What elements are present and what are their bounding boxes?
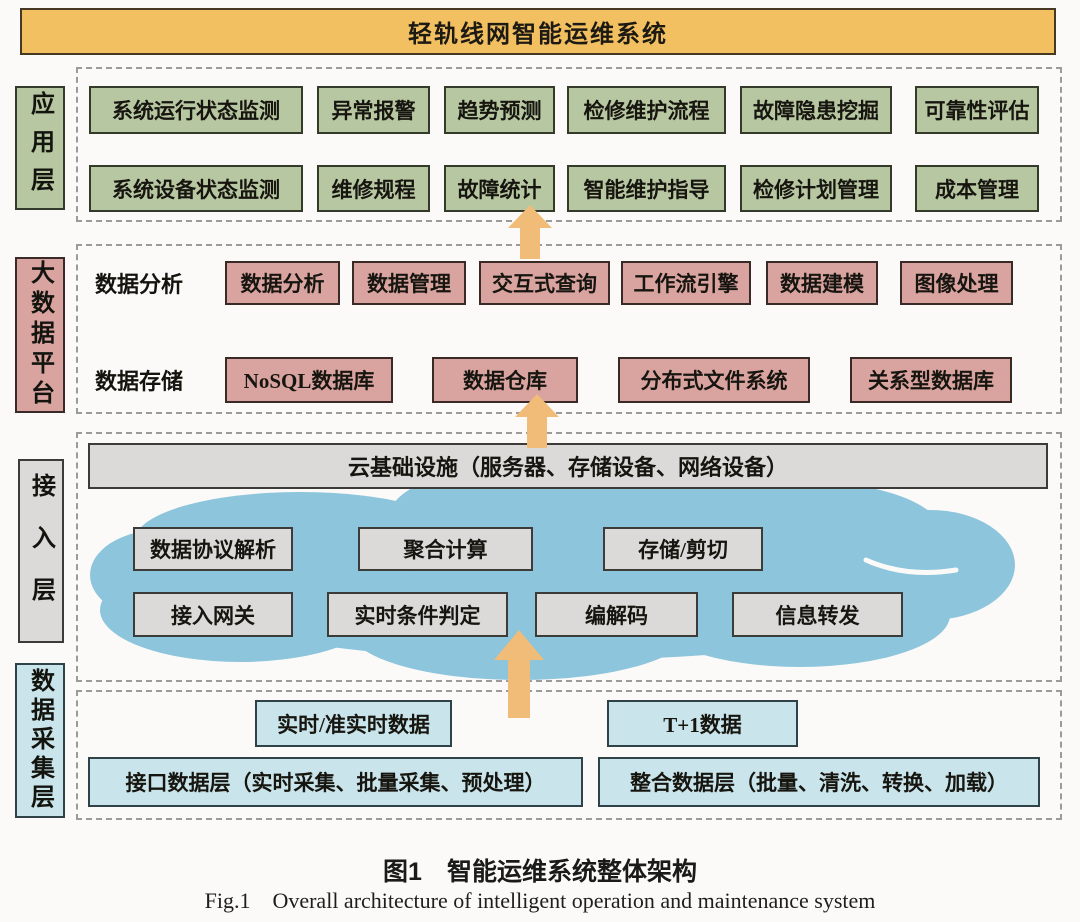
- arrow-collection-to-access: [494, 630, 544, 718]
- app-box-trend-prediction: 趋势预测: [444, 86, 555, 134]
- access-box-codec: 编解码: [535, 592, 698, 637]
- collection-layer-section: [76, 690, 1062, 820]
- access-box-message-forward: 信息转发: [732, 592, 903, 637]
- access-box-aggregate-compute: 聚合计算: [358, 527, 533, 571]
- application-layer-section: [76, 67, 1062, 222]
- cloud-infrastructure-bar: 云基础设施（服务器、存储设备、网络设备）: [88, 443, 1048, 489]
- collection-box-interface-data-layer: 接口数据层（实时采集、批量采集、预处理）: [88, 757, 583, 807]
- bigdata-box-data-analysis: 数据分析: [225, 261, 340, 305]
- data-analysis-row-label: 数据分析: [95, 272, 184, 297]
- app-box-system-run-status: 系统运行状态监测: [89, 86, 303, 134]
- access-box-protocol-parsing: 数据协议解析: [133, 527, 293, 571]
- app-box-smart-guidance: 智能维护指导: [567, 165, 726, 212]
- access-layer-label: 接入层: [18, 459, 64, 643]
- app-box-maintenance-process: 检修维护流程: [567, 86, 726, 134]
- collection-box-realtime-data: 实时/准实时数据: [255, 700, 452, 747]
- app-box-device-status: 系统设备状态监测: [89, 165, 303, 212]
- bigdata-box-relational-db: 关系型数据库: [850, 357, 1012, 403]
- data-storage-row-label: 数据存储: [95, 369, 184, 394]
- arrow-bigdata-to-application: [508, 205, 552, 259]
- app-box-fault-mining: 故障隐患挖掘: [740, 86, 892, 134]
- system-title: 轻轨线网智能运维系统: [408, 22, 668, 48]
- bigdata-layer-label: 大数据平台: [15, 257, 65, 413]
- bigdata-box-workflow-engine: 工作流引擎: [621, 261, 751, 305]
- figure-caption-en: Fig.1 Overall architecture of intelligen…: [204, 888, 876, 913]
- figure-caption-zh: 图1 智能运维系统整体架构: [383, 858, 697, 886]
- app-box-repair-rules: 维修规程: [317, 165, 430, 212]
- bigdata-box-data-modeling: 数据建模: [766, 261, 878, 305]
- bigdata-box-data-management: 数据管理: [352, 261, 466, 305]
- access-box-realtime-condition: 实时条件判定: [327, 592, 508, 637]
- access-layer-section: [76, 432, 1062, 682]
- app-box-reliability-eval: 可靠性评估: [915, 86, 1039, 134]
- app-box-cost-management: 成本管理: [915, 165, 1039, 212]
- bigdata-box-data-warehouse: 数据仓库: [432, 357, 578, 403]
- application-layer-label: 应用层: [15, 86, 65, 210]
- arrow-access-to-bigdata: [515, 394, 559, 448]
- collection-box-integrated-data-layer: 整合数据层（批量、清洗、转换、加载）: [598, 757, 1040, 807]
- bigdata-box-interactive-query: 交互式查询: [479, 261, 610, 305]
- bigdata-box-image-processing: 图像处理: [900, 261, 1013, 305]
- app-box-fault-statistics: 故障统计: [444, 165, 555, 212]
- collection-layer-label: 数据采集层: [15, 663, 65, 818]
- collection-box-t1-data: T+1数据: [607, 700, 798, 747]
- system-title-banner: 轻轨线网智能运维系统: [20, 8, 1056, 55]
- bigdata-box-nosql-db: NoSQL数据库: [225, 357, 393, 403]
- access-box-gateway: 接入网关: [133, 592, 293, 637]
- bigdata-box-distributed-fs: 分布式文件系统: [618, 357, 810, 403]
- app-box-plan-management: 检修计划管理: [740, 165, 892, 212]
- app-box-abnormal-alarm: 异常报警: [317, 86, 430, 134]
- access-box-storage-cut: 存储/剪切: [603, 527, 763, 571]
- bigdata-layer-section: [76, 244, 1062, 414]
